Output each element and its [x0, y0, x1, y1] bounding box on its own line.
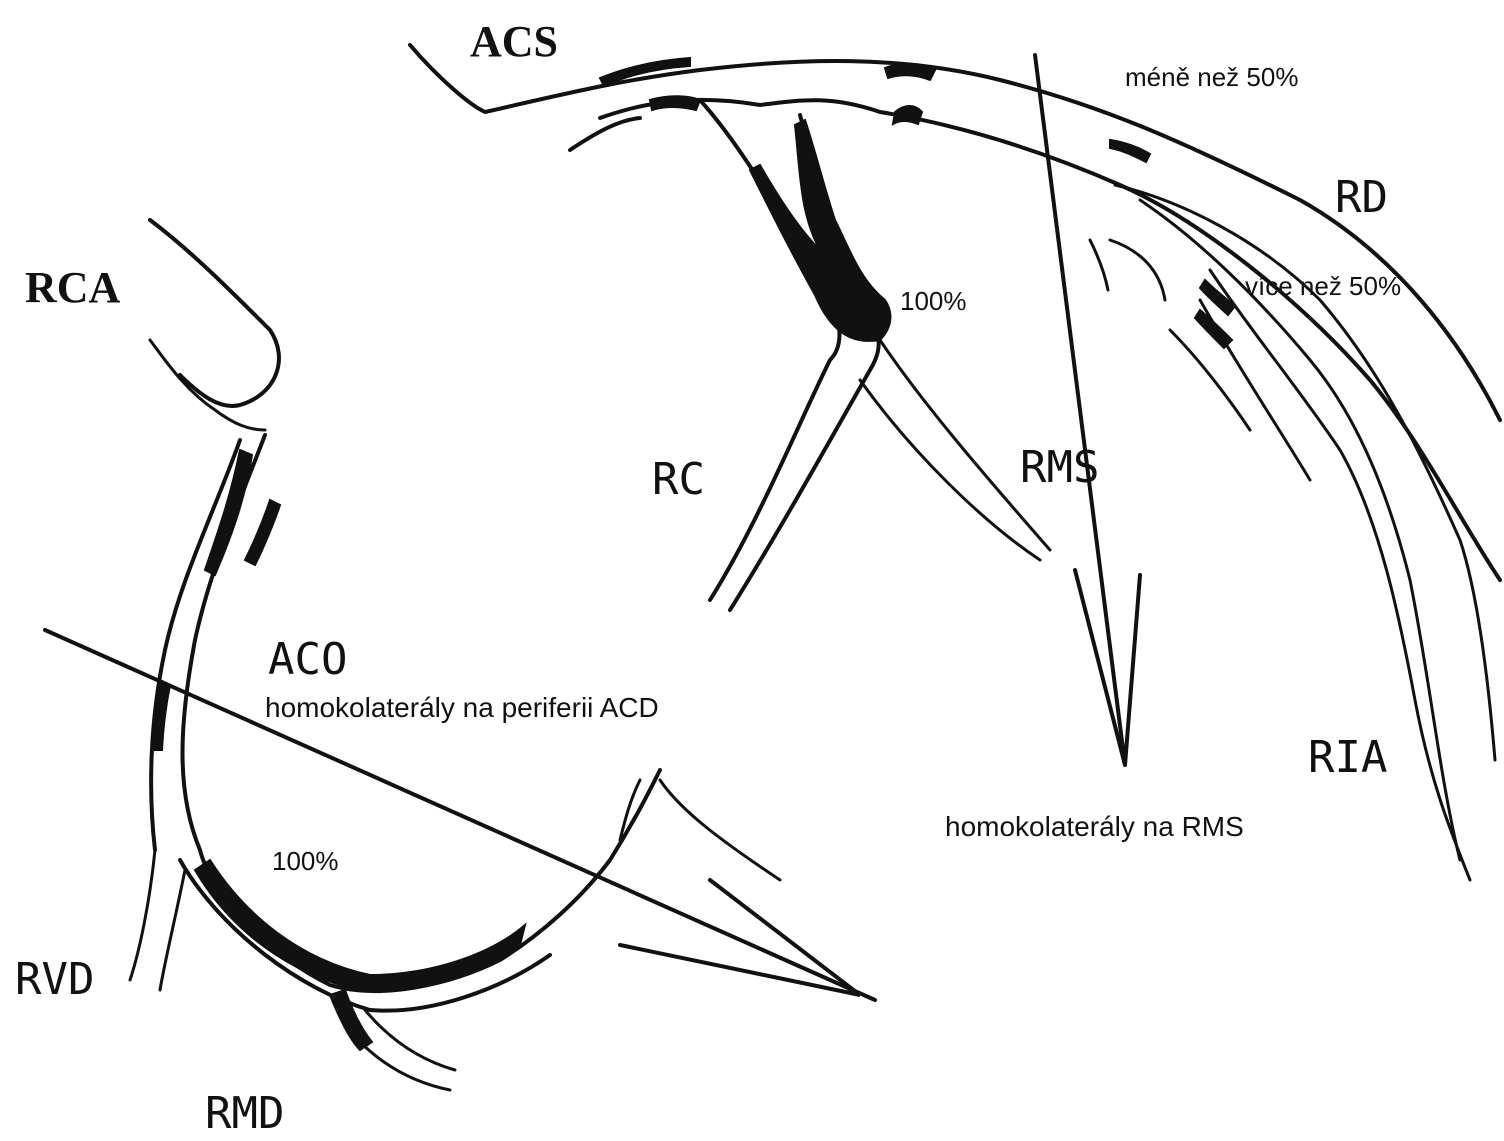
label-rmd: RMD: [205, 1092, 284, 1136]
label-ria: RIA: [1308, 736, 1387, 780]
annotation-occlusion-rca: 100%: [272, 848, 339, 874]
label-rd: RD: [1335, 176, 1388, 220]
label-rc: RC: [652, 458, 705, 502]
lesion-rd: [1195, 280, 1235, 348]
annotation-more-than-50: více než 50%: [1245, 273, 1401, 299]
annotation-collaterals-aco: homokolaterály na periferii ACD: [265, 694, 659, 722]
rms-branch: [1090, 240, 1165, 300]
annotation-occlusion-rc: 100%: [900, 288, 967, 314]
label-rvd: RVD: [15, 958, 94, 1002]
annotation-collaterals-rms: homokolaterály na RMS: [945, 813, 1244, 841]
pointer-lines: [45, 55, 1140, 1000]
annotation-less-than-50: méně než 50%: [1125, 64, 1298, 90]
lesion-rc-occlusion: [750, 120, 890, 341]
label-aco: ACO: [268, 638, 347, 682]
label-acs: ACS: [470, 20, 558, 64]
label-rca: RCA: [25, 266, 120, 310]
label-rms: RMS: [1020, 446, 1099, 490]
lesion-rca: [152, 450, 525, 1050]
